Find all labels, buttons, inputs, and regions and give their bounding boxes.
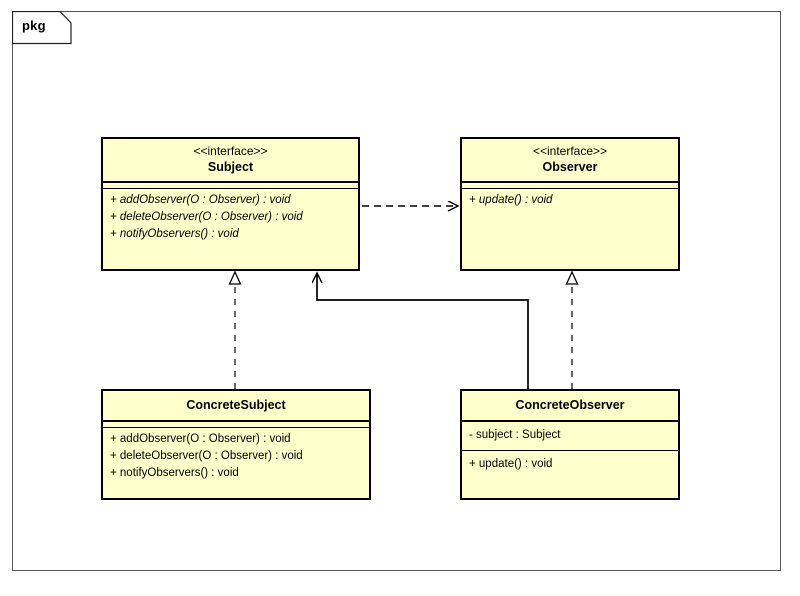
class-attributes-concrete-observer: - subject : Subject bbox=[462, 422, 678, 451]
class-operation: + notifyObservers() : void bbox=[110, 228, 239, 240]
class-operation: + addObserver(O : Observer) : void bbox=[110, 433, 291, 445]
class-name-observer: Observer bbox=[542, 160, 598, 174]
class-header-observer: <<interface>> Observer bbox=[462, 139, 678, 183]
class-operation: + addObserver(O : Observer) : void bbox=[110, 194, 291, 206]
class-operation: + update() : void bbox=[469, 194, 553, 206]
class-operation: + deleteObserver(O : Observer) : void bbox=[110, 211, 303, 223]
class-operation: + deleteObserver(O : Observer) : void bbox=[110, 450, 303, 462]
class-header-subject: <<interface>> Subject bbox=[103, 139, 358, 183]
class-name-subject: Subject bbox=[207, 160, 254, 174]
class-operations-observer: + update() : void bbox=[462, 189, 678, 213]
class-attributes-subject bbox=[103, 183, 358, 189]
package-label: pkg bbox=[22, 18, 46, 33]
class-operations-subject: + addObserver(O : Observer) : void + del… bbox=[103, 189, 358, 247]
package-tab: pkg bbox=[12, 11, 72, 45]
class-stereotype-subject: <<interface>> bbox=[193, 144, 268, 158]
class-operations-concrete-observer: + update() : void bbox=[462, 451, 678, 479]
class-attributes-observer bbox=[462, 183, 678, 189]
class-name-concrete-subject: ConcreteSubject bbox=[186, 398, 286, 412]
class-box-subject[interactable]: <<interface>> Subject + addObserver(O : … bbox=[101, 137, 360, 271]
package-frame bbox=[12, 11, 781, 571]
class-operation: + notifyObservers() : void bbox=[110, 467, 239, 479]
class-header-concrete-observer: ConcreteObserver bbox=[462, 391, 678, 422]
class-operations-concrete-subject: + addObserver(O : Observer) : void + del… bbox=[103, 428, 369, 486]
class-header-concrete-subject: ConcreteSubject bbox=[103, 391, 369, 422]
class-stereotype-observer: <<interface>> bbox=[532, 144, 608, 158]
class-name-concrete-observer: ConcreteObserver bbox=[515, 398, 625, 412]
class-attributes-concrete-subject bbox=[103, 422, 369, 428]
class-box-concrete-subject[interactable]: ConcreteSubject + addObserver(O : Observ… bbox=[101, 389, 371, 500]
class-box-concrete-observer[interactable]: ConcreteObserver - subject : Subject + u… bbox=[460, 389, 680, 500]
class-box-observer[interactable]: <<interface>> Observer + update() : void bbox=[460, 137, 680, 271]
class-operation: + update() : void bbox=[469, 458, 553, 470]
class-attribute: - subject : Subject bbox=[469, 429, 561, 441]
